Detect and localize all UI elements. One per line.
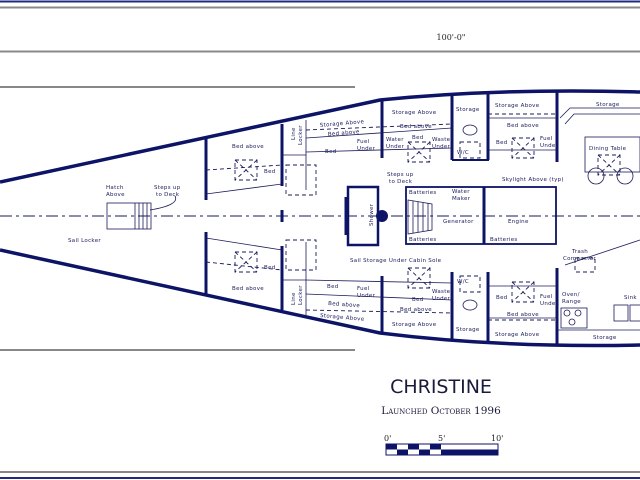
room-label: Line <box>291 292 297 305</box>
room-label: Steps up <box>387 172 414 178</box>
room-label: Under <box>540 301 559 307</box>
room-label: Under <box>357 293 376 299</box>
forward-ladder <box>106 195 177 230</box>
room-label: Fuel <box>357 139 370 145</box>
room-label: Bed <box>325 149 337 155</box>
room-label: Bed <box>264 169 276 175</box>
scale-bar: 0' 5' 10' <box>384 434 503 456</box>
room-label: Bed above <box>232 144 264 150</box>
room-label: Waste <box>432 289 451 295</box>
room-label: Bed <box>496 295 508 301</box>
room-label: Shower <box>369 203 375 226</box>
room-label: Waste <box>432 137 451 143</box>
room-label: Maker <box>452 196 471 202</box>
room-label: Oven/ <box>562 292 580 298</box>
room-label: Fuel <box>540 136 553 142</box>
room-label: Storage <box>456 107 480 113</box>
bunk-outlines <box>205 113 557 321</box>
room-label: to Deck <box>389 179 413 185</box>
room-label: Compactor <box>563 256 596 262</box>
room-label: Bed <box>264 265 276 271</box>
room-label: Storage <box>596 102 620 108</box>
room-label: W/C <box>457 150 469 156</box>
room-label: Sail Storage Under Cabin Sole <box>350 258 442 264</box>
room-label: Under <box>357 146 376 152</box>
room-label: Bed above <box>328 301 361 309</box>
bulkheads <box>204 92 559 346</box>
room-label: Storage Above <box>320 119 365 129</box>
room-label: 5' <box>438 434 445 443</box>
room-label: Locker <box>298 125 304 145</box>
room-label: Batteries <box>490 237 518 243</box>
room-label: Above <box>106 192 125 198</box>
room-label: Storage Above <box>392 322 437 328</box>
room-label: Bed <box>412 297 424 303</box>
room-label: to Deck <box>156 192 180 198</box>
room-label: Bed <box>412 135 424 141</box>
room-label: Bed above <box>328 129 361 138</box>
room-label: 10' <box>491 434 503 443</box>
room-label: Storage <box>593 335 617 341</box>
hull-starboard <box>0 248 640 348</box>
room-label: Fuel <box>357 286 370 292</box>
salon-galley <box>557 107 640 331</box>
room-label: Storage Above <box>392 110 437 116</box>
room-label: Bed above <box>232 286 264 292</box>
room-label: Sail Locker <box>68 238 101 244</box>
room-label: Bed above <box>400 307 432 313</box>
room-label: Under <box>386 144 405 150</box>
room-label: Fuel <box>540 294 553 300</box>
room-label: Bed above <box>507 312 539 318</box>
room-label: Sink <box>624 295 637 301</box>
room-label: Range <box>562 299 581 305</box>
skylight-hatches <box>234 137 621 303</box>
room-label: Skylight Above (typ) <box>502 177 564 183</box>
room-label: Trash <box>571 249 588 255</box>
room-label: Storage <box>456 327 480 333</box>
room-label: Storage Above <box>495 103 540 109</box>
hull-port <box>0 89 640 184</box>
room-label: Bed <box>496 140 508 146</box>
room-label: Under <box>432 144 451 150</box>
room-label: Engine <box>508 219 529 225</box>
shower-stall <box>344 185 388 247</box>
launch-date: Launched October 1996 <box>381 405 501 417</box>
engine-room <box>405 186 557 245</box>
room-label: Bed <box>327 284 339 290</box>
room-label: Batteries <box>409 190 437 196</box>
room-label: Generator <box>443 219 474 225</box>
room-label: Hatch <box>106 185 124 191</box>
room-labels: Hatch Above Steps up to Deck Sail Locker… <box>68 102 637 341</box>
room-label: Bed above <box>400 124 432 130</box>
room-label: Steps up <box>154 185 181 191</box>
overall-length-dimension: 100'-0" <box>437 33 466 42</box>
room-label: Locker <box>298 285 304 305</box>
room-label: Under <box>540 143 559 149</box>
boat-name: CHRISTINE <box>390 376 492 398</box>
room-label: Bed above <box>507 123 539 129</box>
room-label: Storage Above <box>495 332 540 338</box>
room-label: Dining Table <box>589 146 627 152</box>
room-label: 0' <box>384 434 391 443</box>
room-label: Batteries <box>409 237 437 243</box>
room-label: W/C <box>457 279 469 285</box>
room-label: Storage Above <box>320 313 365 323</box>
room-label: Line <box>291 127 297 140</box>
room-label: Water <box>386 137 404 143</box>
heads <box>452 100 489 311</box>
room-label: Under <box>432 296 451 302</box>
room-label: Water <box>452 189 470 195</box>
